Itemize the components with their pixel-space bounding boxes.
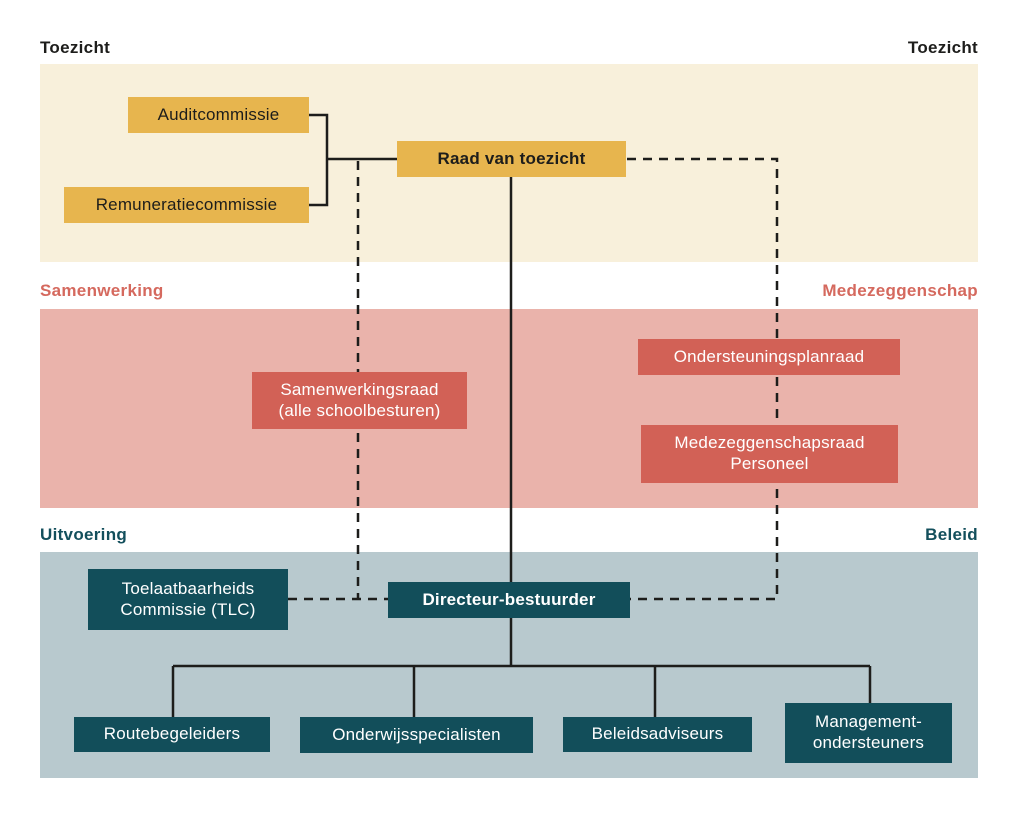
node-management-ondersteuners: Management- ondersteuners	[785, 703, 952, 763]
section-labels-row3: Uitvoering Beleid	[40, 525, 978, 545]
node-toelaatbaarheids-commissie: Toelaatbaarheids Commissie (TLC)	[88, 569, 288, 630]
node-onderwijsspecialisten: Onderwijsspecialisten	[300, 717, 533, 753]
node-medezeggenschapsraad-line2: Personeel	[730, 454, 809, 473]
node-tlc-line2: Commissie (TLC)	[120, 599, 256, 619]
node-directeur-bestuurder-label: Directeur-bestuurder	[422, 589, 596, 609]
node-directeur-bestuurder: Directeur-bestuurder	[388, 582, 630, 618]
node-onderwijsspecialisten-label: Onderwijsspecialisten	[332, 724, 501, 744]
section-label-samenwerking: Samenwerking	[40, 281, 164, 300]
node-routebegeleiders-label: Routebegeleiders	[103, 724, 241, 744]
node-ondersteuningsplanraad: Ondersteuningsplanraad	[638, 339, 900, 375]
node-auditcommissie-label: Auditcommissie	[157, 104, 280, 124]
node-management-ondersteuners-line1: Management-	[814, 712, 923, 732]
node-beleidsadviseurs-label: Beleidsadviseurs	[591, 724, 724, 744]
section-labels-row2: Samenwerking Medezeggenschap	[40, 281, 978, 301]
section-label-toezicht-left: Toezicht	[40, 38, 111, 57]
section-label-medezeggenschap: Medezeggenschap	[822, 281, 978, 300]
node-routebegeleiders: Routebegeleiders	[74, 717, 270, 752]
node-samenwerkingsraad: Samenwerkingsraad (alle schoolbesturen)	[252, 372, 467, 429]
node-samenwerkingsraad-line2: (alle schoolbesturen)	[278, 400, 441, 420]
node-raad-van-toezicht: Raad van toezicht	[397, 141, 626, 177]
section-labels-row1: Toezicht Toezicht	[40, 38, 978, 58]
node-medezeggenschapsraad-personeel: Medezeggenschapsraad Personeel	[641, 425, 898, 483]
node-auditcommissie: Auditcommissie	[128, 97, 309, 133]
section-label-toezicht-right: Toezicht	[907, 38, 978, 57]
node-raad-van-toezicht-label: Raad van toezicht	[437, 148, 586, 168]
node-management-ondersteuners-line2: ondersteuners	[812, 733, 925, 752]
dashed-connector-right-loop	[627, 157, 779, 601]
section-label-uitvoering: Uitvoering	[40, 525, 128, 544]
node-samenwerkingsraad-line1: Samenwerkingsraad	[280, 379, 439, 399]
node-remuneratiecommissie: Remuneratiecommissie	[64, 187, 309, 223]
section-label-beleid: Beleid	[925, 525, 978, 544]
node-medezeggenschapsraad-line1: Medezeggenschapsraad	[674, 433, 865, 453]
node-ondersteuningsplanraad-label: Ondersteuningsplanraad	[673, 346, 865, 366]
connector-commissies-bracket	[309, 113, 329, 207]
node-tlc-line1: Toelaatbaarheids	[121, 578, 255, 598]
node-beleidsadviseurs: Beleidsadviseurs	[563, 717, 752, 752]
node-remuneratiecommissie-label: Remuneratiecommissie	[95, 194, 278, 214]
